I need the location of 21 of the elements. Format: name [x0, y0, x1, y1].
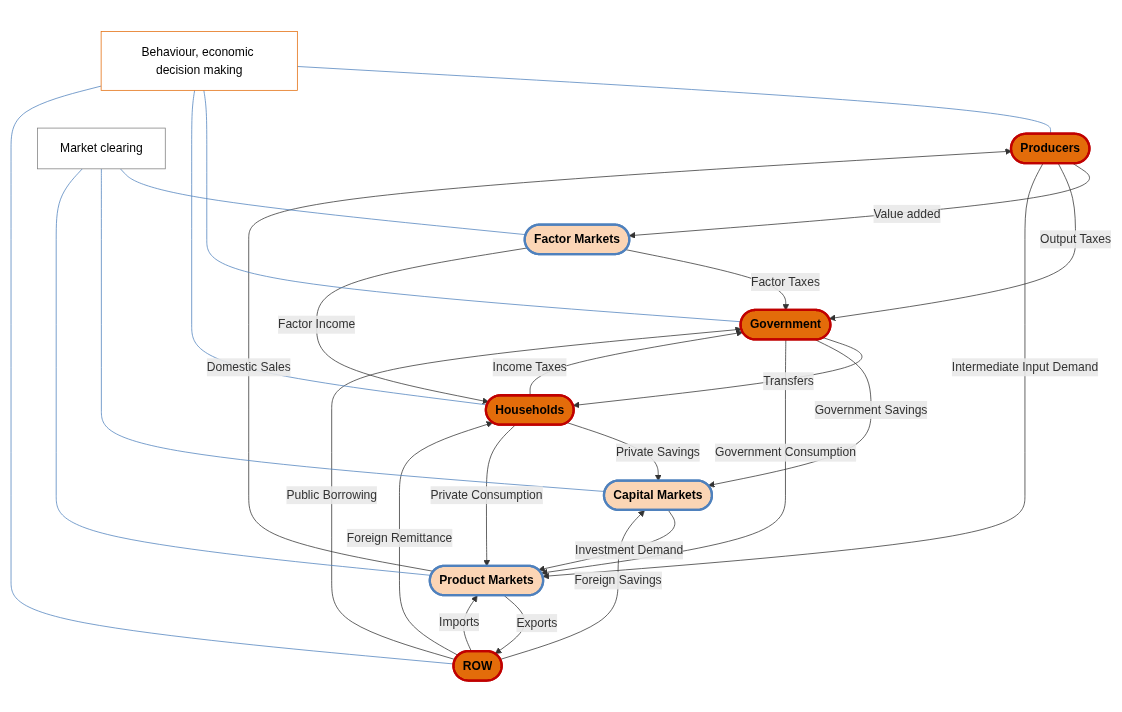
edge-label: Investment Demand	[575, 543, 684, 557]
edge-label: Output Taxes	[1040, 232, 1111, 246]
edge-label: Government Consumption	[714, 445, 856, 459]
edge-label: Factor Income	[278, 317, 356, 331]
edge-label: Private Consumption	[430, 488, 543, 502]
edge-label: Transfers	[763, 374, 814, 388]
edge-label: Government Savings	[814, 403, 928, 416]
edge-label: Value added	[873, 207, 941, 220]
edge-label: Domestic Sales	[206, 360, 291, 374]
edge-label: Imports	[439, 615, 480, 629]
edge-label: Income Taxes	[492, 360, 567, 374]
connector	[10, 85, 455, 665]
edge-label: Exports	[516, 616, 558, 630]
edge-label: Intermediate Input Demand	[951, 360, 1099, 374]
edge-label: Private Savings	[615, 445, 700, 459]
node-box: Behaviour, economic decision making	[100, 31, 298, 91]
node-box: Market clearing	[37, 127, 166, 170]
edge-label: Factor Taxes	[751, 275, 820, 289]
edge-label: Foreign Remittance	[346, 531, 453, 544]
edge-label: Public Borrowing	[286, 488, 377, 502]
edge-label: Foreign Savings	[574, 573, 662, 587]
